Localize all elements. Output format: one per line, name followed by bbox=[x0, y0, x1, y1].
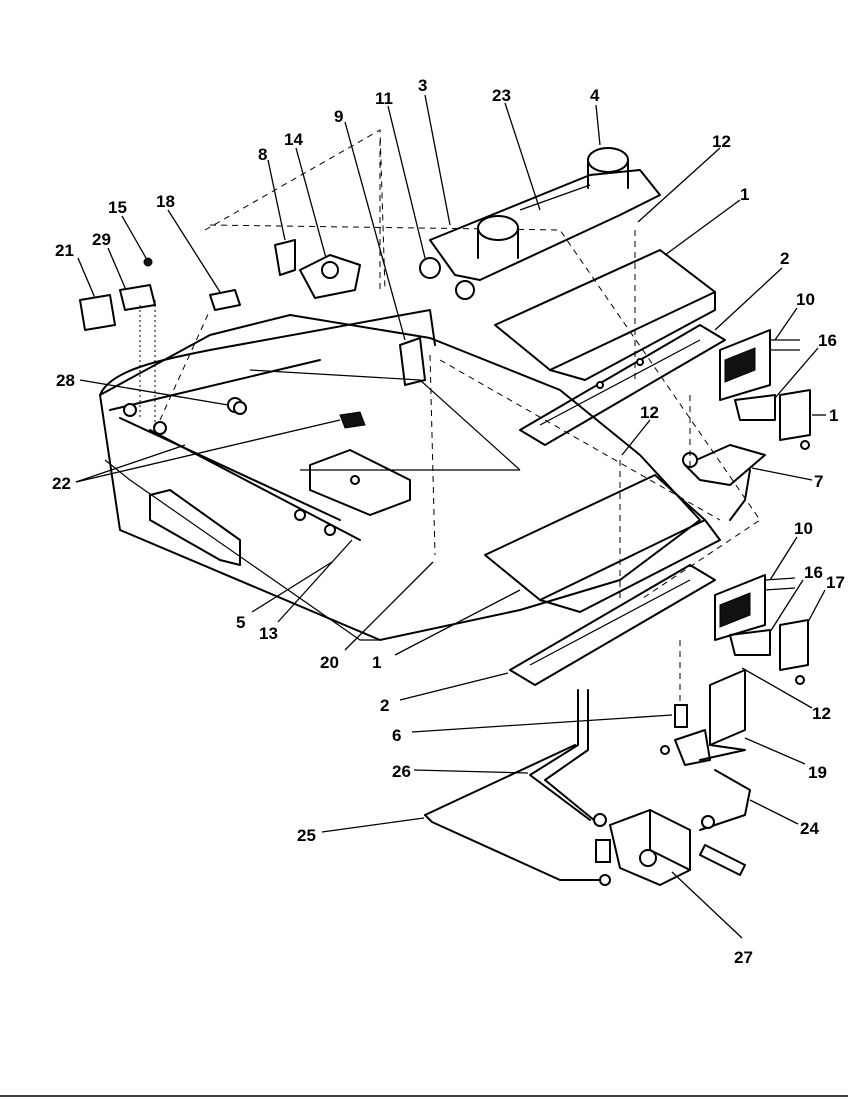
callout-16-lower: 16 bbox=[804, 563, 823, 582]
callout-10-lower: 10 bbox=[794, 519, 813, 538]
callout-17: 17 bbox=[826, 573, 845, 592]
callout-1-upper: 1 bbox=[740, 185, 749, 204]
callout-23: 23 bbox=[492, 86, 511, 105]
lower-deflector bbox=[484, 460, 721, 613]
callout-9: 9 bbox=[334, 107, 343, 126]
callout-4: 4 bbox=[590, 86, 600, 105]
upper-deflector bbox=[494, 230, 716, 381]
front-trim bbox=[149, 489, 241, 566]
callout-28: 28 bbox=[56, 371, 75, 390]
callout-6: 6 bbox=[392, 726, 401, 745]
explode-guides bbox=[139, 129, 691, 705]
lower-burner bbox=[509, 564, 716, 686]
callout-10-upper: 10 bbox=[796, 290, 815, 309]
callout-1-right: 1 bbox=[829, 406, 838, 425]
callout-8: 8 bbox=[258, 145, 267, 164]
callout-2-lower: 2 bbox=[380, 696, 389, 715]
callout-1-lower: 1 bbox=[372, 653, 381, 672]
callout-15: 15 bbox=[108, 198, 127, 217]
callout-20: 20 bbox=[320, 653, 339, 672]
callout-12-middle: 12 bbox=[640, 403, 659, 422]
callout-16-upper: 16 bbox=[818, 331, 837, 350]
flame-spreader bbox=[309, 411, 411, 516]
callout-3: 3 bbox=[418, 76, 427, 95]
orifice-fitting bbox=[660, 704, 711, 766]
callout-22: 22 bbox=[52, 474, 71, 493]
callout-14: 14 bbox=[284, 130, 303, 149]
callout-12-top: 12 bbox=[712, 132, 731, 151]
callout-12-lower: 12 bbox=[812, 704, 831, 723]
callout-27: 27 bbox=[734, 948, 753, 967]
callout-13: 13 bbox=[259, 624, 278, 643]
oven-valve bbox=[682, 444, 766, 521]
callout-24: 24 bbox=[800, 819, 819, 838]
upper-burner bbox=[519, 324, 726, 446]
callout-18: 18 bbox=[156, 192, 175, 211]
callout-26: 26 bbox=[392, 762, 411, 781]
callout-11: 11 bbox=[375, 89, 393, 108]
left-ignition-parts bbox=[79, 239, 426, 415]
callout-7: 7 bbox=[814, 472, 823, 491]
broil-burner bbox=[419, 147, 661, 300]
callout-21: 21 bbox=[55, 241, 74, 260]
callout-25: 25 bbox=[297, 826, 316, 845]
oven-bottom-pan bbox=[99, 224, 761, 641]
upper-igniter bbox=[719, 329, 811, 450]
callout-2-upper: 2 bbox=[780, 249, 789, 268]
callout-29: 29 bbox=[92, 230, 111, 249]
thermostat bbox=[593, 809, 746, 886]
callout-19: 19 bbox=[808, 763, 827, 782]
valve-bracket bbox=[699, 669, 746, 761]
lower-igniter bbox=[714, 574, 809, 685]
callout-5: 5 bbox=[236, 613, 245, 632]
callouts: 1 1 1 2 2 3 4 5 6 7 8 9 10 bbox=[52, 76, 845, 967]
